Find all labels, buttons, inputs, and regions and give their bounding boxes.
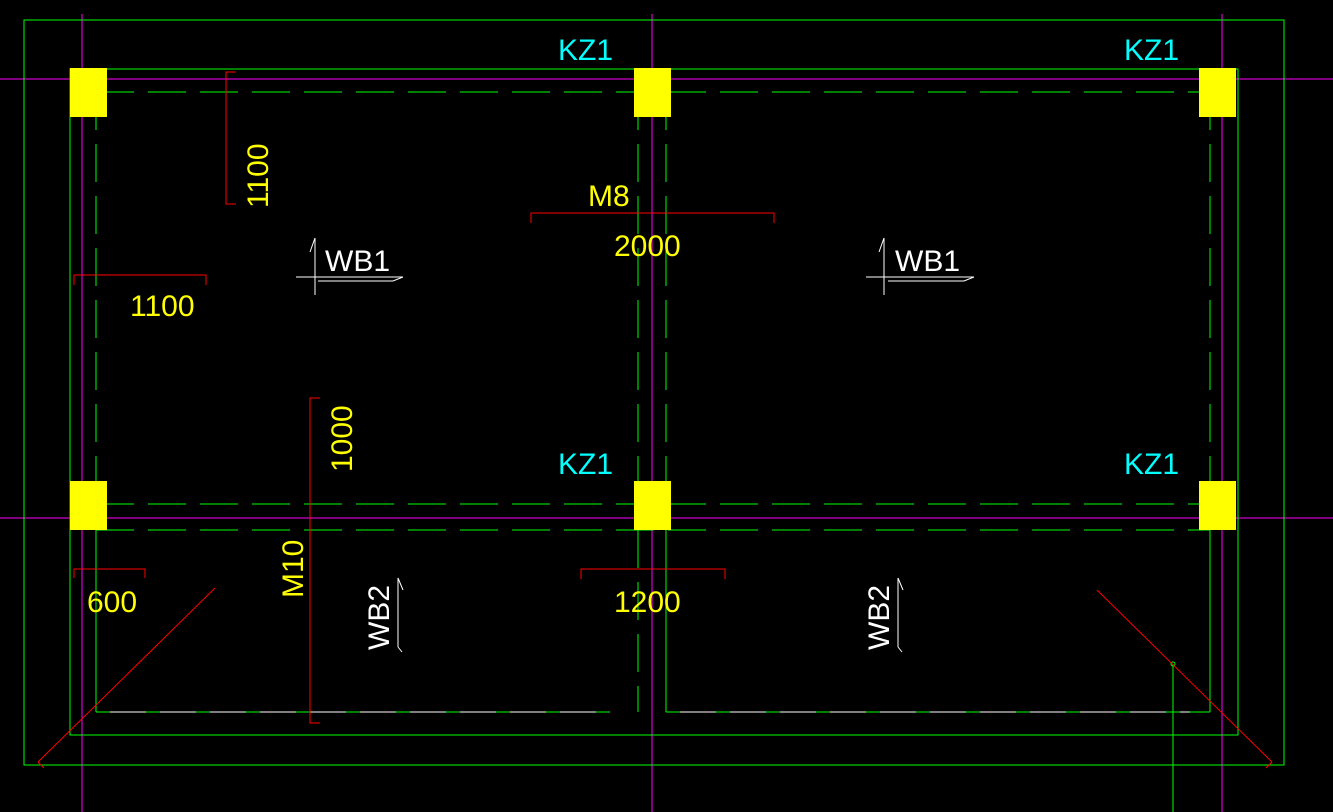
- slab-arrow-wb2-right: [897, 577, 904, 647]
- slab-arrow-under-right: [888, 276, 975, 282]
- dim-text-600: 600: [87, 586, 137, 619]
- slab-label-wb2-right: WB2: [863, 585, 896, 650]
- opening-label-m10: M10: [277, 540, 310, 598]
- slab-arrow-wb2-right-tip: [897, 646, 903, 653]
- red-diagonal-left: [37, 587, 216, 763]
- dim-text-2000: 2000: [614, 230, 681, 263]
- dimension-lines: [37, 71, 1273, 769]
- slab-symbols: [296, 237, 975, 653]
- column-bottom-left[interactable]: [70, 481, 107, 530]
- column-label-bottom-right: KZ1: [1124, 448, 1179, 481]
- dim-text-1000: 1000: [326, 405, 359, 472]
- column-top-middle[interactable]: [634, 68, 671, 117]
- dim-bracket-1200: [580, 568, 726, 579]
- slab-arrow-wb2-left: [397, 577, 404, 647]
- column-label-top-right: KZ1: [1124, 34, 1179, 67]
- red-diagonal-right: [1096, 589, 1273, 763]
- slab-arrow-under-left: [318, 276, 404, 282]
- slab-arrow-wb2-left-tip: [397, 646, 403, 653]
- dim-bracket-m10: [309, 397, 320, 724]
- column-top-left[interactable]: [70, 68, 107, 117]
- column-bottom-right[interactable]: [1199, 481, 1236, 530]
- slab-arrow-v-right: [878, 237, 885, 295]
- red-diagonal-right-tip: [1265, 761, 1273, 769]
- dim-text-1100-horizontal: 1100: [130, 290, 195, 323]
- red-diagonal-left-tip: [37, 761, 45, 769]
- column-label-top-middle: KZ1: [558, 34, 613, 67]
- slab-label-wb1-left: WB1: [325, 245, 390, 278]
- outer-boundary: [23, 19, 1285, 766]
- dim-text-1100-vertical: 1100: [242, 143, 275, 208]
- slab-arrow-v-left: [309, 237, 316, 295]
- columns-group: [70, 68, 1236, 530]
- dim-bracket-top-vertical: [225, 71, 236, 205]
- dim-bracket-left: [73, 274, 207, 285]
- dim-bracket-600: [73, 568, 146, 578]
- leader-dot: [1170, 661, 1176, 667]
- slab-label-wb1-right: WB1: [895, 245, 960, 278]
- dim-bracket-m8: [530, 212, 775, 223]
- column-top-right[interactable]: [1199, 68, 1236, 117]
- column-bottom-middle[interactable]: [634, 481, 671, 530]
- slab-label-wb2-left: WB2: [363, 585, 396, 650]
- column-label-bottom-middle: KZ1: [558, 448, 613, 481]
- dim-text-1200: 1200: [614, 586, 681, 619]
- opening-label-m8: M8: [588, 180, 630, 213]
